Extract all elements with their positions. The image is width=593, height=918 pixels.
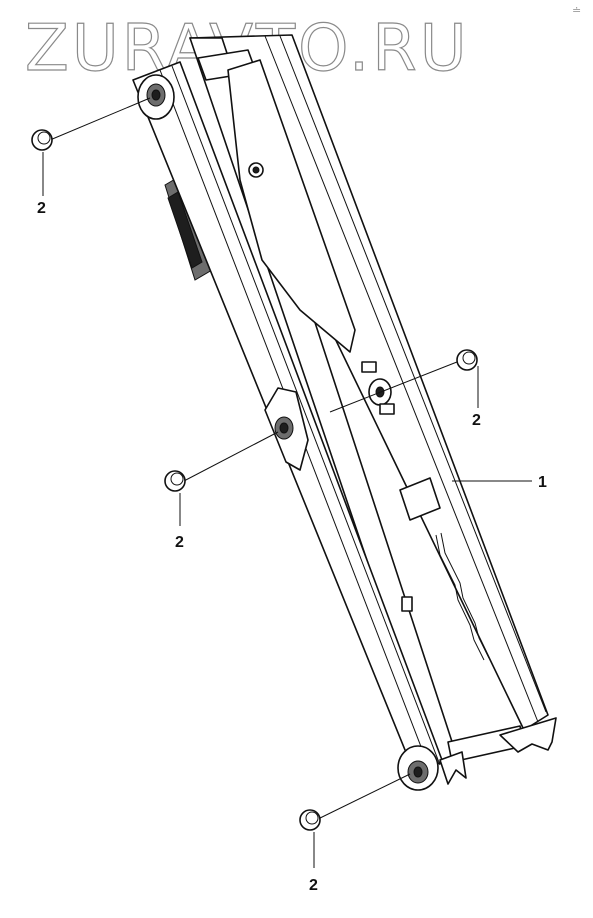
hydraulic-line — [435, 534, 485, 661]
bottom-pivot-hole — [413, 766, 423, 778]
nut-top-left-body — [31, 129, 53, 151]
internal-cylinder-shadow — [167, 191, 203, 269]
small-block — [401, 596, 413, 612]
internal-web-plate — [227, 59, 356, 353]
nut-top-left: 2 — [31, 97, 151, 217]
callout-label: 1 — [538, 474, 547, 491]
nut-right-body — [456, 349, 478, 371]
callout-label: 2 — [309, 877, 318, 894]
hydraulic-line-2 — [440, 532, 490, 659]
nut-top-left-face — [37, 131, 51, 145]
leader-nut-bottom — [315, 773, 411, 821]
top-pivot-hole — [151, 89, 161, 101]
nut-mid-left: 2 — [164, 431, 279, 551]
nut-mid-left-body — [164, 470, 186, 492]
nut-bottom-body — [299, 809, 321, 831]
web-plate-hole-inner — [252, 166, 260, 174]
corner-mark: ≐ — [572, 4, 581, 17]
nut-right: 2 — [329, 349, 481, 429]
nut-mid-left-face — [170, 472, 184, 486]
callout-boom-frame: 1 — [452, 474, 547, 491]
nut-bottom: 2 — [299, 773, 411, 894]
back-rail-edge — [264, 35, 539, 723]
callout-label: 2 — [472, 412, 481, 429]
callout-label: 2 — [37, 200, 46, 217]
nut-bottom-face — [305, 811, 319, 825]
cover-plate — [399, 477, 441, 521]
callout-label: 2 — [175, 534, 184, 551]
leader-nut-right — [329, 359, 463, 413]
leader-nut-top-left — [49, 97, 151, 141]
bracket-upper — [361, 361, 377, 373]
front-rail-fork — [439, 751, 467, 785]
bracket-lower — [379, 403, 395, 415]
leader-nut-mid-left — [181, 431, 279, 483]
boom-frame — [132, 34, 557, 791]
nut-right-face — [462, 351, 476, 365]
back-rail-edge-2 — [279, 35, 547, 713]
back-rail-fork — [499, 717, 557, 753]
middle-pivot-hole — [279, 422, 289, 434]
front-rail-edge-2 — [171, 65, 441, 766]
